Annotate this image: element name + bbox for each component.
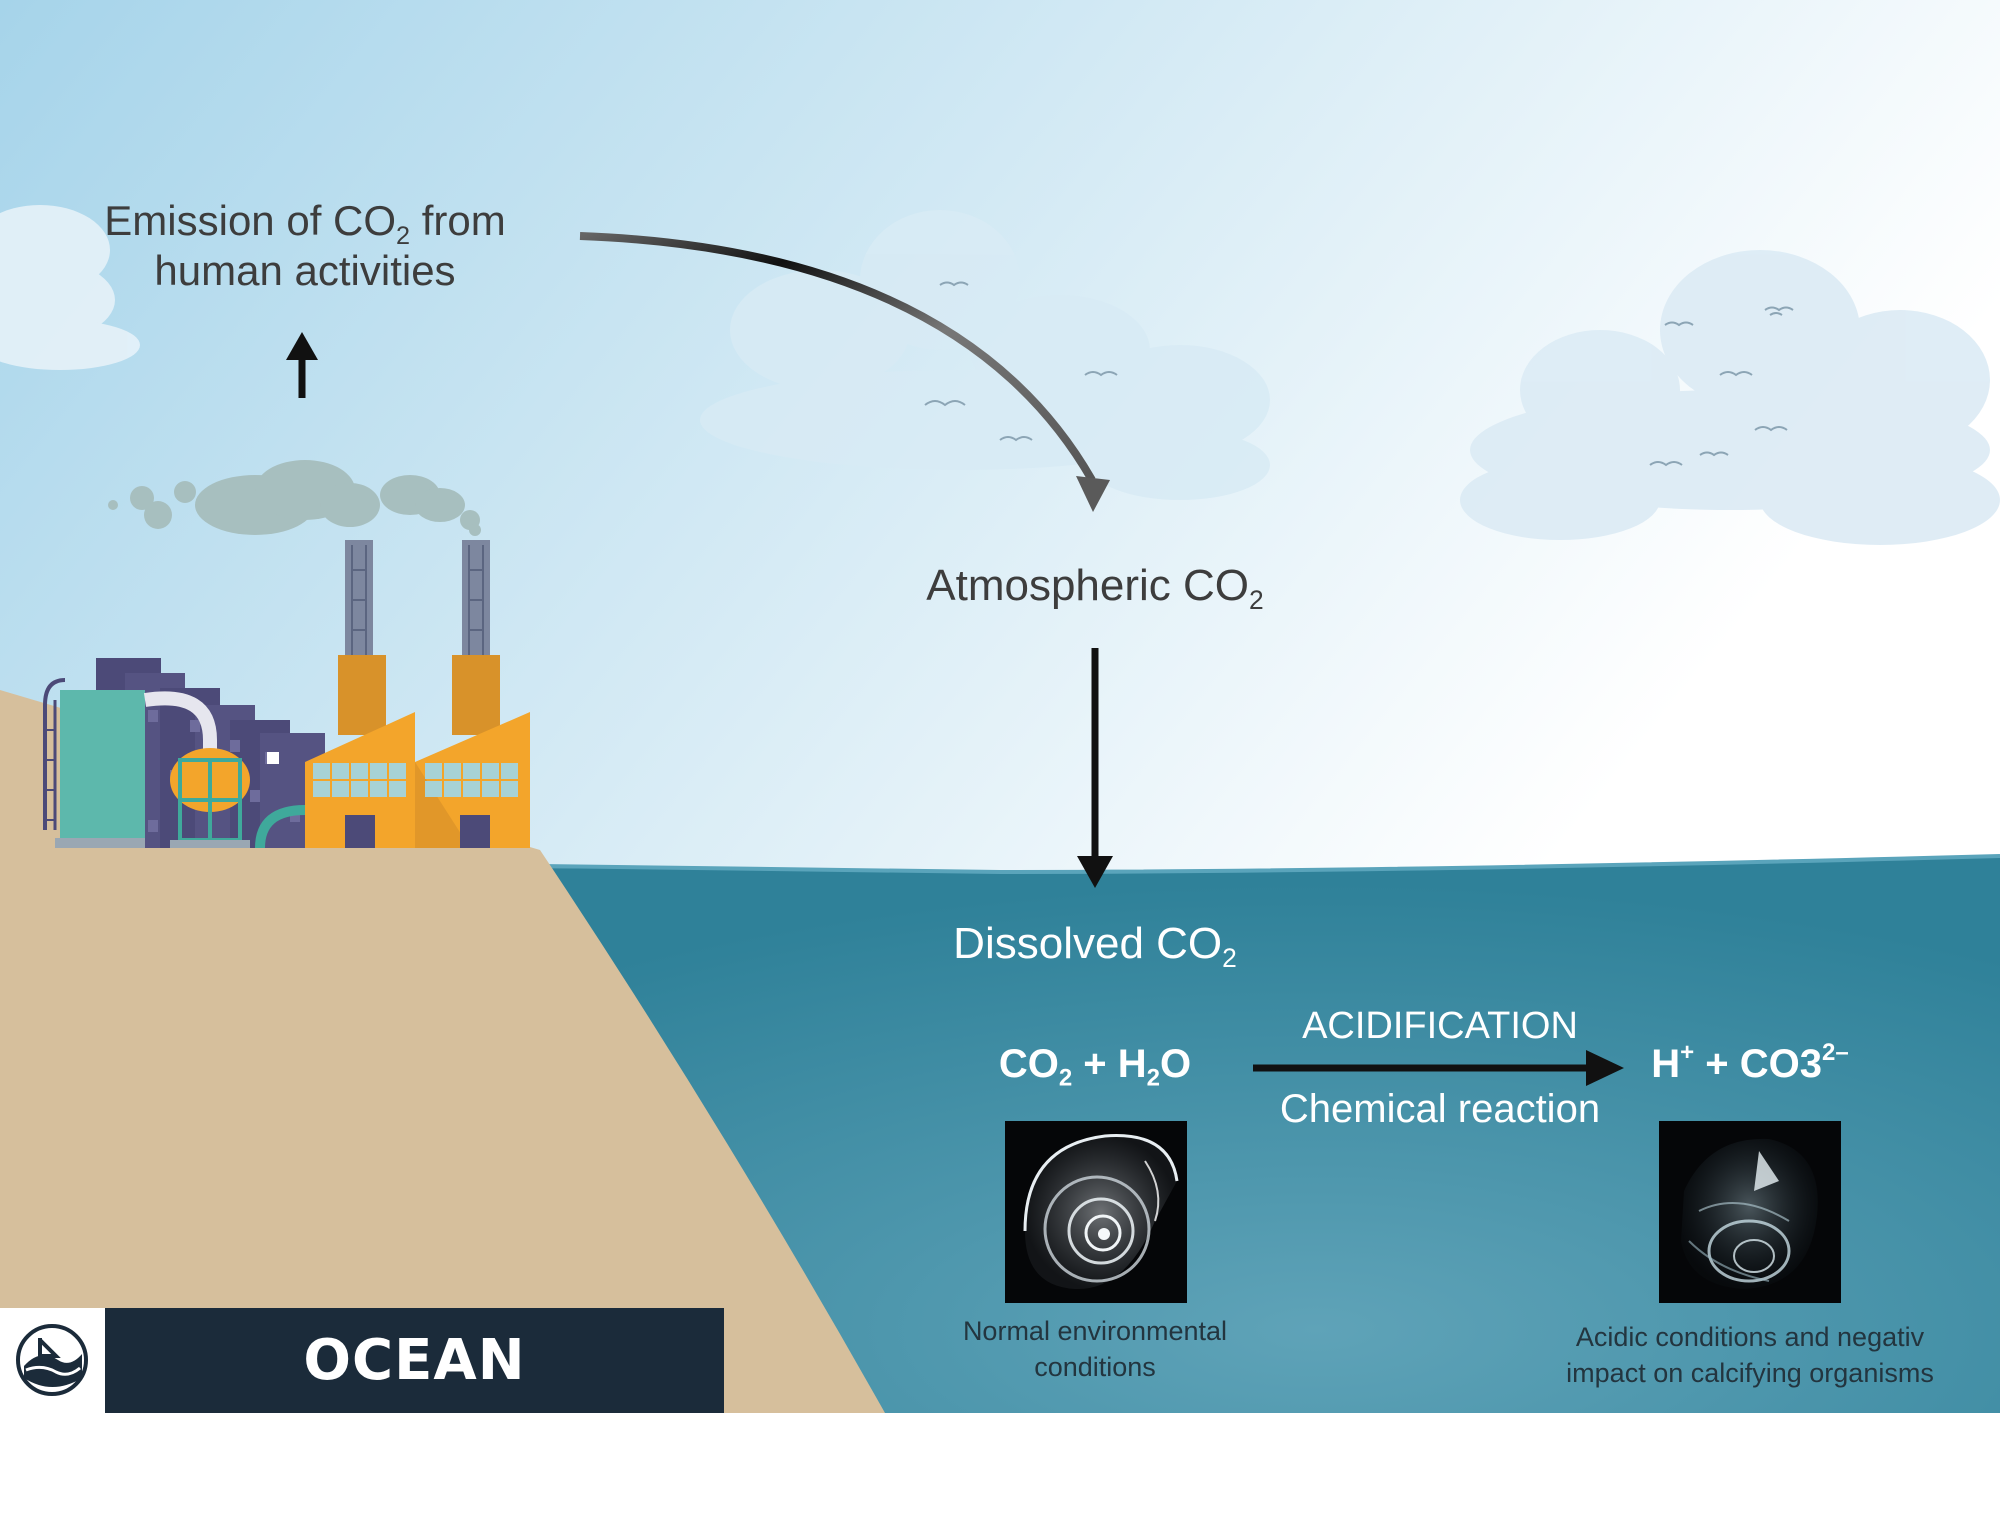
product-plus-co3: + CO3	[1694, 1042, 1823, 1086]
cloud-icon	[0, 205, 140, 370]
dissolved-text: Dissolved CO	[953, 919, 1223, 968]
scene-illustration	[0, 0, 2000, 1413]
atmosphere-to-ocean-arrow	[1077, 648, 1113, 888]
reactant-h-subscript: 2	[1146, 1064, 1161, 1092]
acidic-caption-line1: Acidic conditions and negativ	[1575, 1322, 1925, 1352]
atmospheric-co2-label: Atmospheric CO2	[880, 560, 1310, 613]
product-h-superscript: +	[1680, 1039, 1695, 1067]
land	[0, 690, 885, 1413]
emission-to-atmosphere-arrow	[579, 232, 1110, 512]
atmospheric-subscript: 2	[1249, 585, 1264, 616]
reactant-co: CO	[998, 1042, 1059, 1086]
emission-subscript: 2	[396, 221, 411, 250]
dissolved-co2-label: Dissolved CO2	[900, 918, 1290, 971]
bird-icon	[924, 281, 1794, 467]
acidic-caption-line2: impact on calcifying organisms	[1566, 1357, 1934, 1388]
acidification-label: ACIDIFICATION	[1302, 1005, 1578, 1047]
ocean	[480, 856, 2000, 1413]
normal-shell-photo	[1005, 1121, 1187, 1303]
normal-caption-line2: conditions	[1034, 1351, 1156, 1382]
emission-label: Emission of CO2 from human activities	[70, 196, 540, 297]
logo	[0, 1308, 105, 1413]
product-h: H	[1651, 1042, 1681, 1086]
reactant-o: O	[1160, 1042, 1192, 1086]
reactant-plus-h: + H	[1072, 1042, 1147, 1086]
emission-text-end: from	[410, 197, 506, 244]
emission-up-arrow	[286, 332, 318, 398]
atmospheric-text: Atmospheric CO	[926, 561, 1250, 610]
factory-icon	[43, 460, 530, 849]
reactants-formula: CO2 + H2O	[960, 1040, 1230, 1092]
reactant-co-subscript: 2	[1058, 1064, 1073, 1092]
cloud-icon	[1460, 250, 2000, 545]
dissolved-subscript: 2	[1222, 943, 1237, 974]
normal-caption-line1: Normal environmental	[962, 1316, 1228, 1346]
emission-text-line2: human activities	[154, 247, 456, 295]
emission-text: Emission of CO	[104, 197, 397, 244]
title-banner: OCEAN ACIDIFICATION	[105, 1308, 724, 1498]
ship-wave-logo-icon	[16, 1324, 88, 1396]
products-formula: H+ + CO32–	[1600, 1040, 1900, 1088]
page-title: OCEAN ACIDIFICATION	[175, 1328, 654, 1498]
reaction-arrow	[1253, 1050, 1624, 1086]
acidic-shell-photo	[1659, 1121, 1841, 1303]
product-co3-superscript: 2–	[1822, 1039, 1849, 1067]
acidic-conditions-caption: Acidic conditions and negativ impact on …	[1530, 1320, 1970, 1391]
normal-conditions-caption: Normal environmental conditions	[920, 1314, 1270, 1385]
chemical-reaction-label: Chemical reaction	[1279, 1087, 1601, 1131]
